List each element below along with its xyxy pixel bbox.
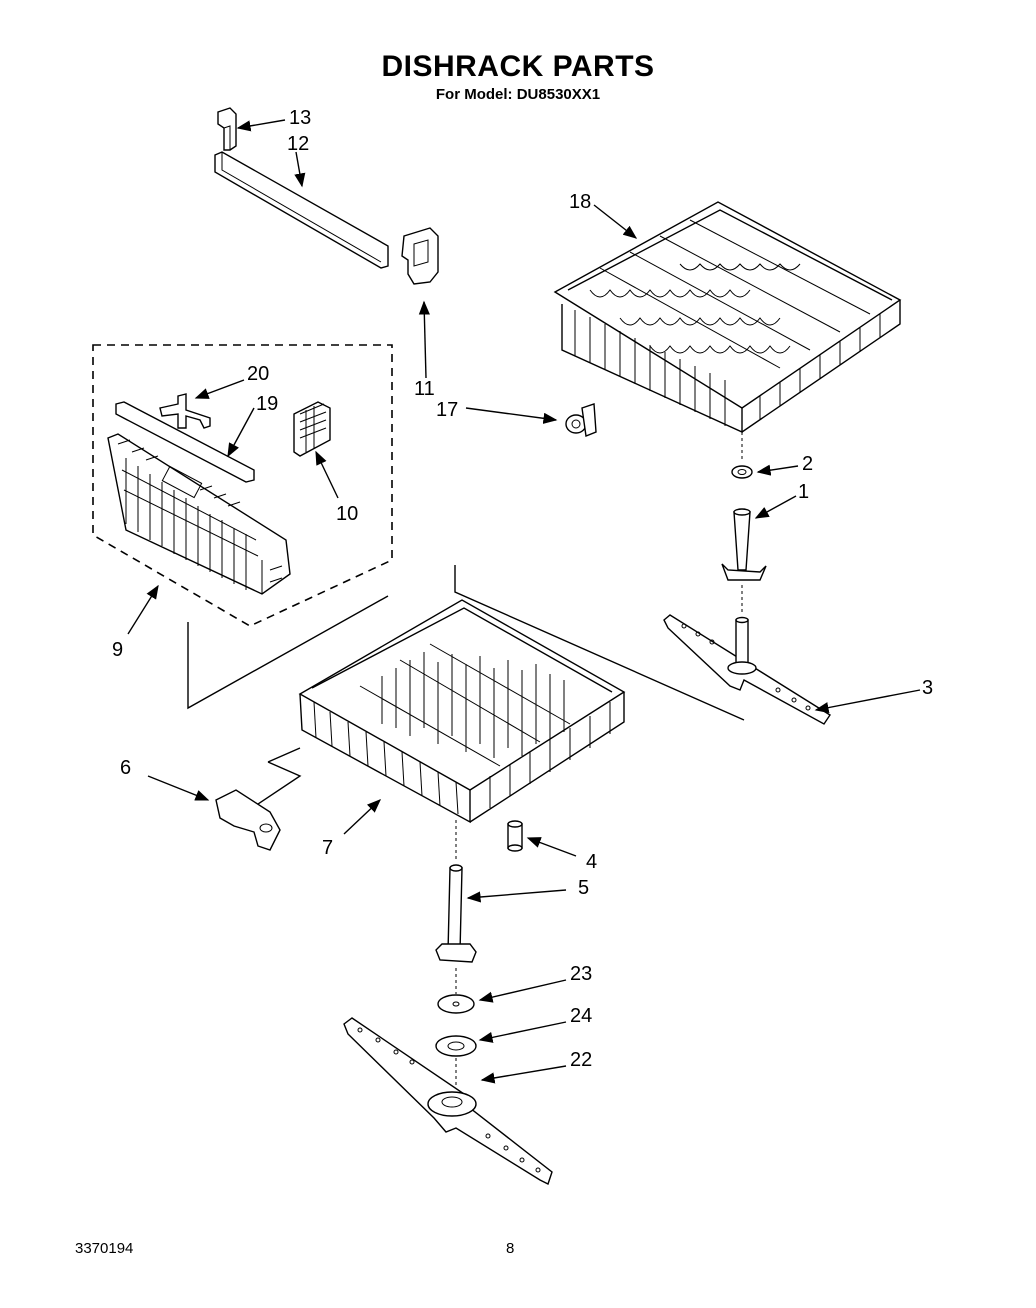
part-1-manifold bbox=[721, 508, 767, 615]
part-10-small-basket bbox=[293, 401, 331, 457]
callout-22: 22 bbox=[570, 1049, 592, 1071]
part-24-seal bbox=[435, 1035, 477, 1057]
part-6-rack-stop bbox=[215, 789, 281, 851]
part-2-washer bbox=[731, 465, 753, 479]
part-11-end-cap bbox=[401, 227, 439, 285]
callout-10: 10 bbox=[336, 503, 358, 525]
callout-5: 5 bbox=[578, 877, 589, 899]
callout-24: 24 bbox=[570, 1005, 592, 1027]
part-20-clip bbox=[159, 393, 211, 429]
callout-11: 11 bbox=[414, 378, 435, 400]
callout-6: 6 bbox=[120, 757, 131, 779]
callout-4: 4 bbox=[586, 851, 597, 873]
page-title: DISHRACK PARTS bbox=[381, 50, 655, 83]
assembly-boundary bbox=[92, 344, 393, 627]
callout-18: 18 bbox=[569, 191, 591, 213]
callout-1: 1 bbox=[798, 481, 809, 503]
document-number: 3370194 bbox=[75, 1240, 134, 1257]
callout-12: 12 bbox=[287, 133, 309, 155]
part-3-spray-arm bbox=[663, 614, 831, 725]
callout-3: 3 bbox=[922, 677, 933, 699]
callout-23: 23 bbox=[570, 963, 592, 985]
part-13-clip bbox=[217, 107, 237, 151]
part-23-disc bbox=[437, 994, 475, 1014]
part-4-cylinder bbox=[507, 820, 523, 852]
leader-lines bbox=[127, 119, 921, 1084]
model-subtitle: For Model: DU8530XX1 bbox=[435, 86, 601, 103]
part-9-cutlery-basket bbox=[107, 433, 291, 595]
callout-7: 7 bbox=[322, 837, 333, 859]
part-22-lower-spray-arm bbox=[343, 1017, 553, 1185]
lower-rack-bracket bbox=[187, 565, 745, 809]
page-number: 8 bbox=[506, 1240, 515, 1257]
part-5-manifold bbox=[435, 864, 477, 994]
callout-19: 19 bbox=[256, 393, 278, 415]
part-18-upper-rack bbox=[553, 201, 902, 462]
part-7-lower-rack bbox=[298, 599, 626, 862]
part-17-wheel bbox=[565, 403, 597, 437]
part-19-strip bbox=[115, 401, 255, 483]
callout-9: 9 bbox=[112, 639, 123, 661]
callout-17: 17 bbox=[436, 399, 458, 421]
callout-20: 20 bbox=[247, 363, 269, 385]
callout-13: 13 bbox=[289, 107, 311, 129]
part-12-rail bbox=[214, 151, 389, 269]
callout-2: 2 bbox=[802, 453, 813, 475]
